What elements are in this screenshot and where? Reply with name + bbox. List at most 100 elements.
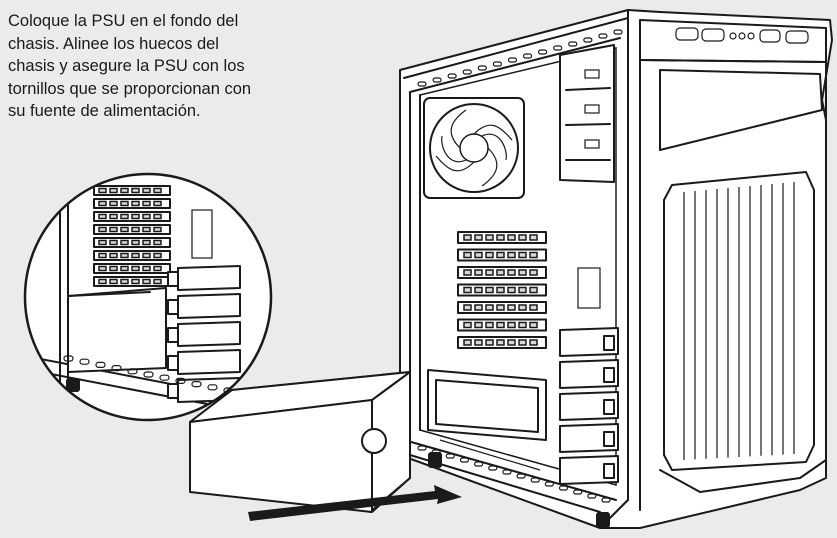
- drive-bays-top: [559, 44, 615, 183]
- slot-vent: [507, 304, 516, 311]
- instruction-line: chasis y asegure la PSU con los: [8, 57, 245, 75]
- zoom-slot-vent: [120, 226, 129, 233]
- zoom-slot-vent: [153, 200, 162, 207]
- zoom-slot-vent: [131, 239, 140, 246]
- zoom-slot-vent: [98, 265, 107, 272]
- rail-hole: [568, 41, 578, 47]
- zoom-slot-vent: [109, 213, 118, 220]
- slot-vent: [485, 251, 494, 259]
- zoom-slot-vent: [120, 187, 129, 194]
- slot-vent: [485, 321, 494, 329]
- slot-vent: [529, 321, 538, 329]
- zoom-rail-hole: [175, 377, 186, 384]
- rail-hole: [417, 445, 427, 451]
- slot-vent: [474, 234, 483, 241]
- zoom-drive-tray: [177, 321, 241, 347]
- rail-hole: [522, 53, 533, 59]
- zoom-slot-vent: [142, 265, 151, 272]
- rail-hole: [492, 61, 502, 67]
- slot-vent: [463, 286, 472, 294]
- drive-latch: [603, 367, 615, 383]
- slot-vent: [496, 251, 505, 259]
- rail-hole: [587, 493, 597, 499]
- drive-latch: [603, 399, 615, 415]
- slot-vent: [474, 269, 483, 276]
- slot-vent: [507, 286, 516, 294]
- instruction-line: tornillos que se proporcionan con: [8, 79, 252, 98]
- rail-hole: [530, 477, 540, 483]
- rail-hole: [459, 457, 470, 463]
- slot-vent: [474, 304, 483, 311]
- zoom-slot-vent: [109, 187, 118, 194]
- zoom-rail-hole: [143, 371, 154, 378]
- slot-vent: [507, 269, 516, 276]
- zoom-drive-latch: [167, 271, 179, 287]
- zoom-rail-hole: [79, 358, 90, 365]
- cable-cutout: [577, 267, 601, 309]
- slot-vent: [496, 269, 505, 276]
- zoom-slot-vent: [131, 252, 140, 259]
- zoom-rail-hole: [207, 384, 218, 391]
- zoom-drive-latch: [167, 383, 179, 399]
- slot-vent: [496, 234, 505, 241]
- rail-hole: [598, 33, 608, 39]
- zoom-slot-vent: [131, 213, 140, 220]
- zoom-slot-vent: [98, 278, 107, 285]
- slot-vent: [529, 269, 538, 276]
- zoom-slot-vent: [131, 226, 140, 233]
- zoom-drive-latch: [167, 355, 179, 371]
- zoom-slot-vent: [142, 252, 151, 259]
- zoom-slot-vent: [153, 239, 162, 246]
- slot-vent: [518, 321, 527, 329]
- zoom-slot-vent: [120, 239, 129, 246]
- slot-vent: [518, 339, 527, 346]
- zoom-slot-vent: [120, 213, 129, 220]
- slot-vent: [474, 321, 483, 329]
- rail-hole: [558, 485, 569, 491]
- slot-vent: [463, 269, 472, 276]
- zoom-detail: [23, 172, 273, 422]
- zoom-drive-latch: [167, 299, 179, 315]
- zoom-slot-vent: [131, 265, 140, 272]
- zoom-slot-vent: [109, 200, 118, 207]
- drive-latch: [603, 431, 615, 447]
- zoom-slot-vent: [142, 187, 151, 194]
- slot-vent: [529, 286, 538, 294]
- zoom-slot-vent: [109, 239, 118, 246]
- rail-hole: [502, 469, 512, 475]
- zoom-slot-vent: [153, 265, 162, 272]
- zoom-slot-vent: [98, 252, 107, 259]
- zoom-rail-hole: [63, 355, 74, 362]
- slot-vent: [496, 321, 505, 329]
- rail-hole: [447, 73, 457, 79]
- front-top-panel: [639, 19, 827, 63]
- slot-vent: [518, 251, 527, 259]
- zoom-slot-vent: [98, 187, 107, 194]
- rail-hole: [507, 57, 518, 63]
- zoom-slot-vent: [153, 213, 162, 220]
- rail-hole: [417, 81, 427, 87]
- zoom-slot-vent: [98, 239, 107, 246]
- slot-vent: [507, 321, 516, 329]
- zoom-slot-vent: [131, 278, 140, 285]
- zoom-rail-hole: [191, 381, 202, 388]
- zoom-drive-tray: [177, 349, 241, 375]
- zoom-slot-vent: [142, 239, 151, 246]
- front-mesh-grille: [663, 171, 815, 471]
- expansion-slots: [457, 231, 547, 349]
- slot-vent: [485, 234, 494, 241]
- zoom-slot-vent: [153, 226, 162, 233]
- zoom-slot-vent: [142, 278, 151, 285]
- insert-direction-arrow: [248, 485, 462, 521]
- zoom-slot-vent: [142, 200, 151, 207]
- slot-vent: [474, 286, 483, 294]
- rail-hole: [544, 481, 554, 487]
- drive-latch: [603, 463, 615, 479]
- rail-hole: [431, 449, 441, 455]
- zoom-slot-vent: [109, 265, 118, 272]
- zoom-drive-tray: [177, 293, 241, 319]
- rail-hole: [477, 65, 487, 71]
- slot-vent: [518, 234, 527, 241]
- slot-vent: [518, 304, 527, 311]
